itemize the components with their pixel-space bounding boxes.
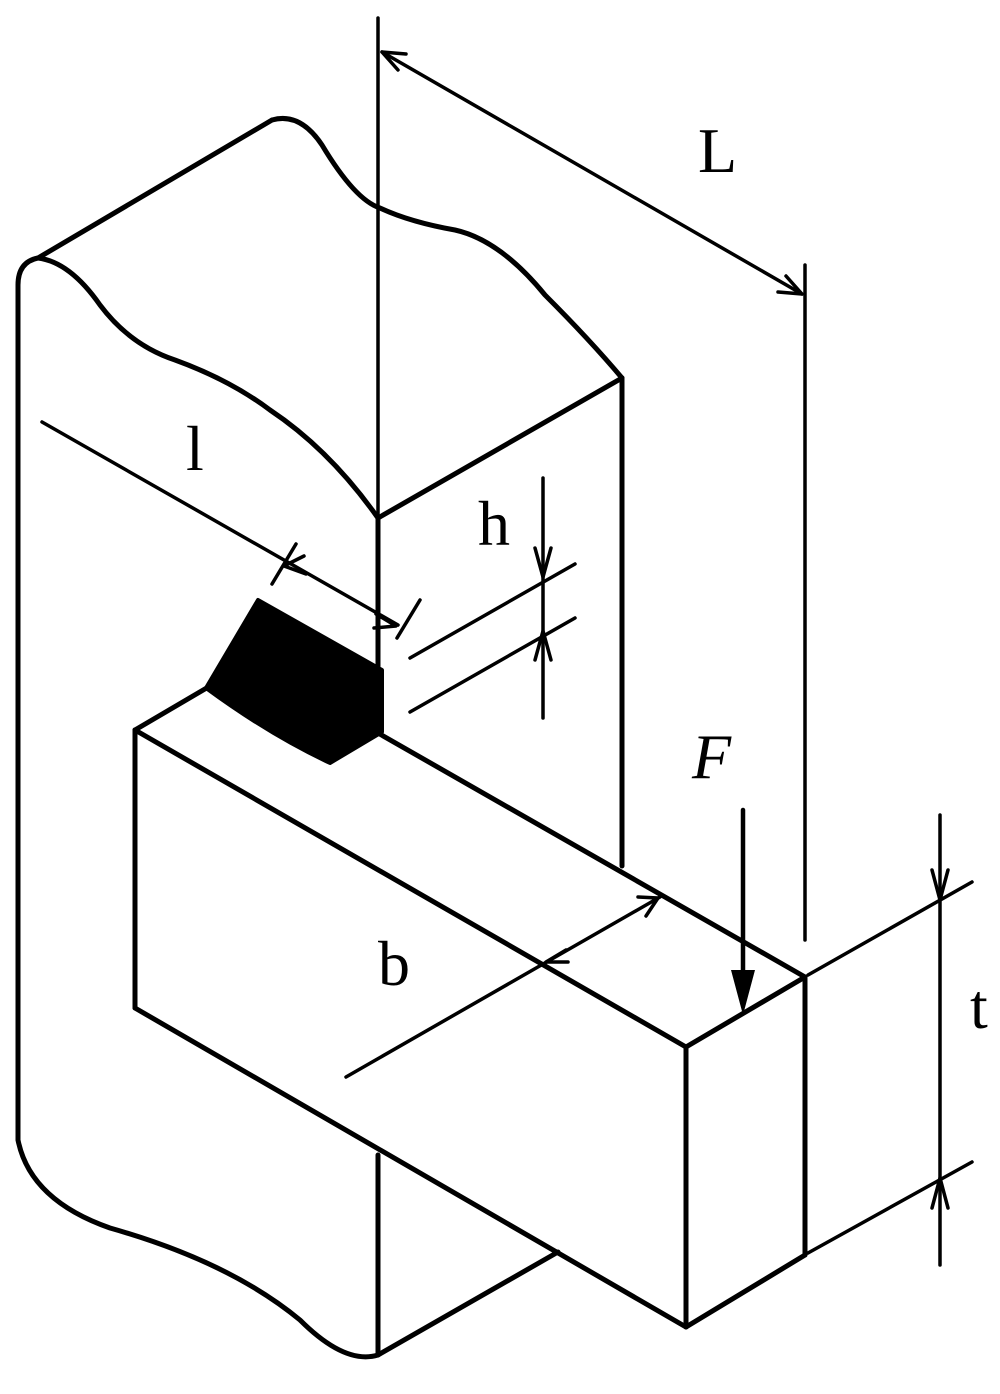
dim-l-leader (40, 420, 400, 627)
dimension-b: b (344, 895, 662, 1079)
force-F: F (691, 721, 755, 1015)
dim-h-label: h (478, 488, 510, 559)
dim-t-arrow-top (930, 868, 950, 902)
dim-b-label: b (378, 928, 410, 999)
dim-b-arrow-right (636, 895, 660, 918)
bar-front-bottom-edge (132, 1005, 689, 1330)
dim-L-line (380, 50, 804, 296)
horizontal-bar (132, 683, 808, 1330)
bar-top-left-edge (132, 683, 213, 733)
dim-h-arrow-top (533, 546, 553, 579)
plate-top-back-edge (35, 117, 275, 261)
dim-b-arrow-left (544, 948, 570, 964)
dim-l-label: l (186, 413, 204, 484)
dim-L-arrow-right (776, 274, 804, 296)
dimension-h: h (408, 476, 577, 720)
dim-t-extension-bottom (806, 1160, 974, 1255)
dim-l-tick-right (395, 598, 422, 640)
plate-top-right-edge (375, 375, 625, 521)
force-F-label: F (691, 721, 732, 792)
dim-t-extension-top (806, 880, 974, 977)
dim-l-arrow-left (282, 554, 308, 576)
dim-L-arrow-left (380, 50, 408, 72)
dim-l-arrow-right (372, 612, 398, 630)
bar-top-back-edge (375, 730, 808, 980)
dim-h-extension-bottom (408, 616, 577, 714)
dimension-t: t (806, 813, 988, 1267)
dim-l-tick-left (270, 542, 298, 586)
force-F-arrowhead (731, 970, 755, 1015)
dim-h-extension-top (408, 562, 577, 660)
dim-h-arrow-bottom (533, 629, 553, 662)
bar-end-top-edge (683, 974, 808, 1050)
dim-b-leader (344, 895, 662, 1079)
fillet-weld (204, 598, 384, 765)
dimension-l: l (40, 413, 422, 640)
vertical-plate (15, 115, 625, 1360)
plate-top-wavy-back (269, 115, 625, 381)
plate-lower-bottom-edge (375, 1249, 561, 1358)
plate-left-edge (15, 255, 381, 1360)
dimension-L: L (376, 16, 807, 942)
dim-L-label: L (698, 115, 737, 186)
dim-t-label: t (970, 971, 988, 1042)
bar-end-bottom-edge (683, 1252, 808, 1330)
bar-top-front-edge (132, 727, 689, 1050)
dim-t-arrow-bottom (930, 1176, 950, 1210)
plate-top-wavy-front (35, 255, 381, 521)
